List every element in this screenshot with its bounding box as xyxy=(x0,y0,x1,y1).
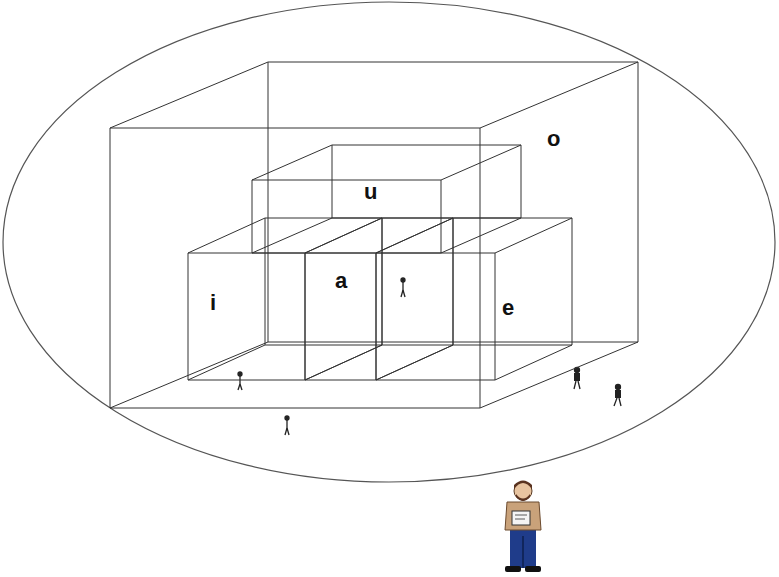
cube-edge xyxy=(441,180,442,253)
cube-edge xyxy=(252,180,253,253)
cube-edge xyxy=(265,218,266,345)
cube-edge xyxy=(495,253,496,380)
cube-edge xyxy=(376,218,453,253)
wireframe-cube xyxy=(376,218,572,380)
cube-edge xyxy=(188,253,189,380)
universe-ellipse xyxy=(3,2,775,482)
cube-region: o u i a e xyxy=(110,62,638,408)
cube-edge xyxy=(110,128,111,408)
cube-edge xyxy=(453,218,454,345)
cube-edge xyxy=(376,253,377,380)
cube-edge xyxy=(305,253,306,380)
wireframe-cube xyxy=(110,62,638,408)
cube-edge xyxy=(268,62,269,342)
vowel-label: i xyxy=(208,292,218,314)
cube-region: a xyxy=(305,218,453,380)
cube-region: e xyxy=(376,218,572,380)
cube-edge xyxy=(376,345,453,380)
vowel-label: a xyxy=(333,270,349,292)
cube-edge xyxy=(453,218,572,219)
cube-edge xyxy=(376,218,453,253)
cube-edge xyxy=(480,128,481,408)
cube-edge xyxy=(332,145,521,146)
cube-edge xyxy=(453,345,572,346)
observer-figure xyxy=(505,481,541,573)
cube-edge xyxy=(110,408,480,409)
wireframe-cube xyxy=(305,218,453,380)
cube-edge xyxy=(188,380,305,381)
cube-edge xyxy=(382,218,383,345)
wireframe-cube xyxy=(252,145,521,253)
cube-edge xyxy=(332,145,333,218)
cube-edge xyxy=(382,345,453,346)
cube-edge xyxy=(376,345,453,380)
cube-edge xyxy=(305,253,376,254)
cube-region: i xyxy=(188,218,382,380)
cube-edge xyxy=(188,345,265,380)
cube-edge xyxy=(495,218,572,253)
cube-edge xyxy=(110,342,268,408)
cube-edge xyxy=(521,145,522,218)
cube-edge xyxy=(305,345,382,380)
cube-edge xyxy=(305,345,382,380)
cube-edge xyxy=(382,218,453,219)
cube-edge xyxy=(305,253,306,380)
small-figures xyxy=(238,278,621,435)
cube-edge xyxy=(480,342,638,408)
cube-edge xyxy=(252,180,441,181)
cube-edge xyxy=(376,253,495,254)
cube-edge xyxy=(252,145,332,180)
cube-edge xyxy=(638,62,639,342)
cube-edge xyxy=(252,218,332,253)
vowel-label: o xyxy=(545,128,562,150)
cube-edge xyxy=(305,380,376,381)
cube-edge xyxy=(382,218,383,345)
cube-edge xyxy=(376,380,495,381)
cube-edge xyxy=(376,253,377,380)
cube-edge xyxy=(495,345,572,380)
cube-edge xyxy=(305,218,382,253)
cube-region: u xyxy=(252,145,521,253)
cube-edge xyxy=(188,218,265,253)
cube-edge xyxy=(305,218,382,253)
cube-edge xyxy=(441,145,521,180)
cube-edge xyxy=(110,128,480,129)
cube-edge xyxy=(188,253,305,254)
cube-edge xyxy=(268,62,638,63)
cube-edge xyxy=(480,62,638,128)
vowel-label: u xyxy=(362,181,379,203)
cube-edge xyxy=(110,62,268,128)
vowel-label: e xyxy=(500,297,516,319)
cube-edge xyxy=(572,218,573,345)
cube-edge xyxy=(265,218,382,219)
cube-edge xyxy=(265,345,382,346)
cube-edge xyxy=(453,218,454,345)
